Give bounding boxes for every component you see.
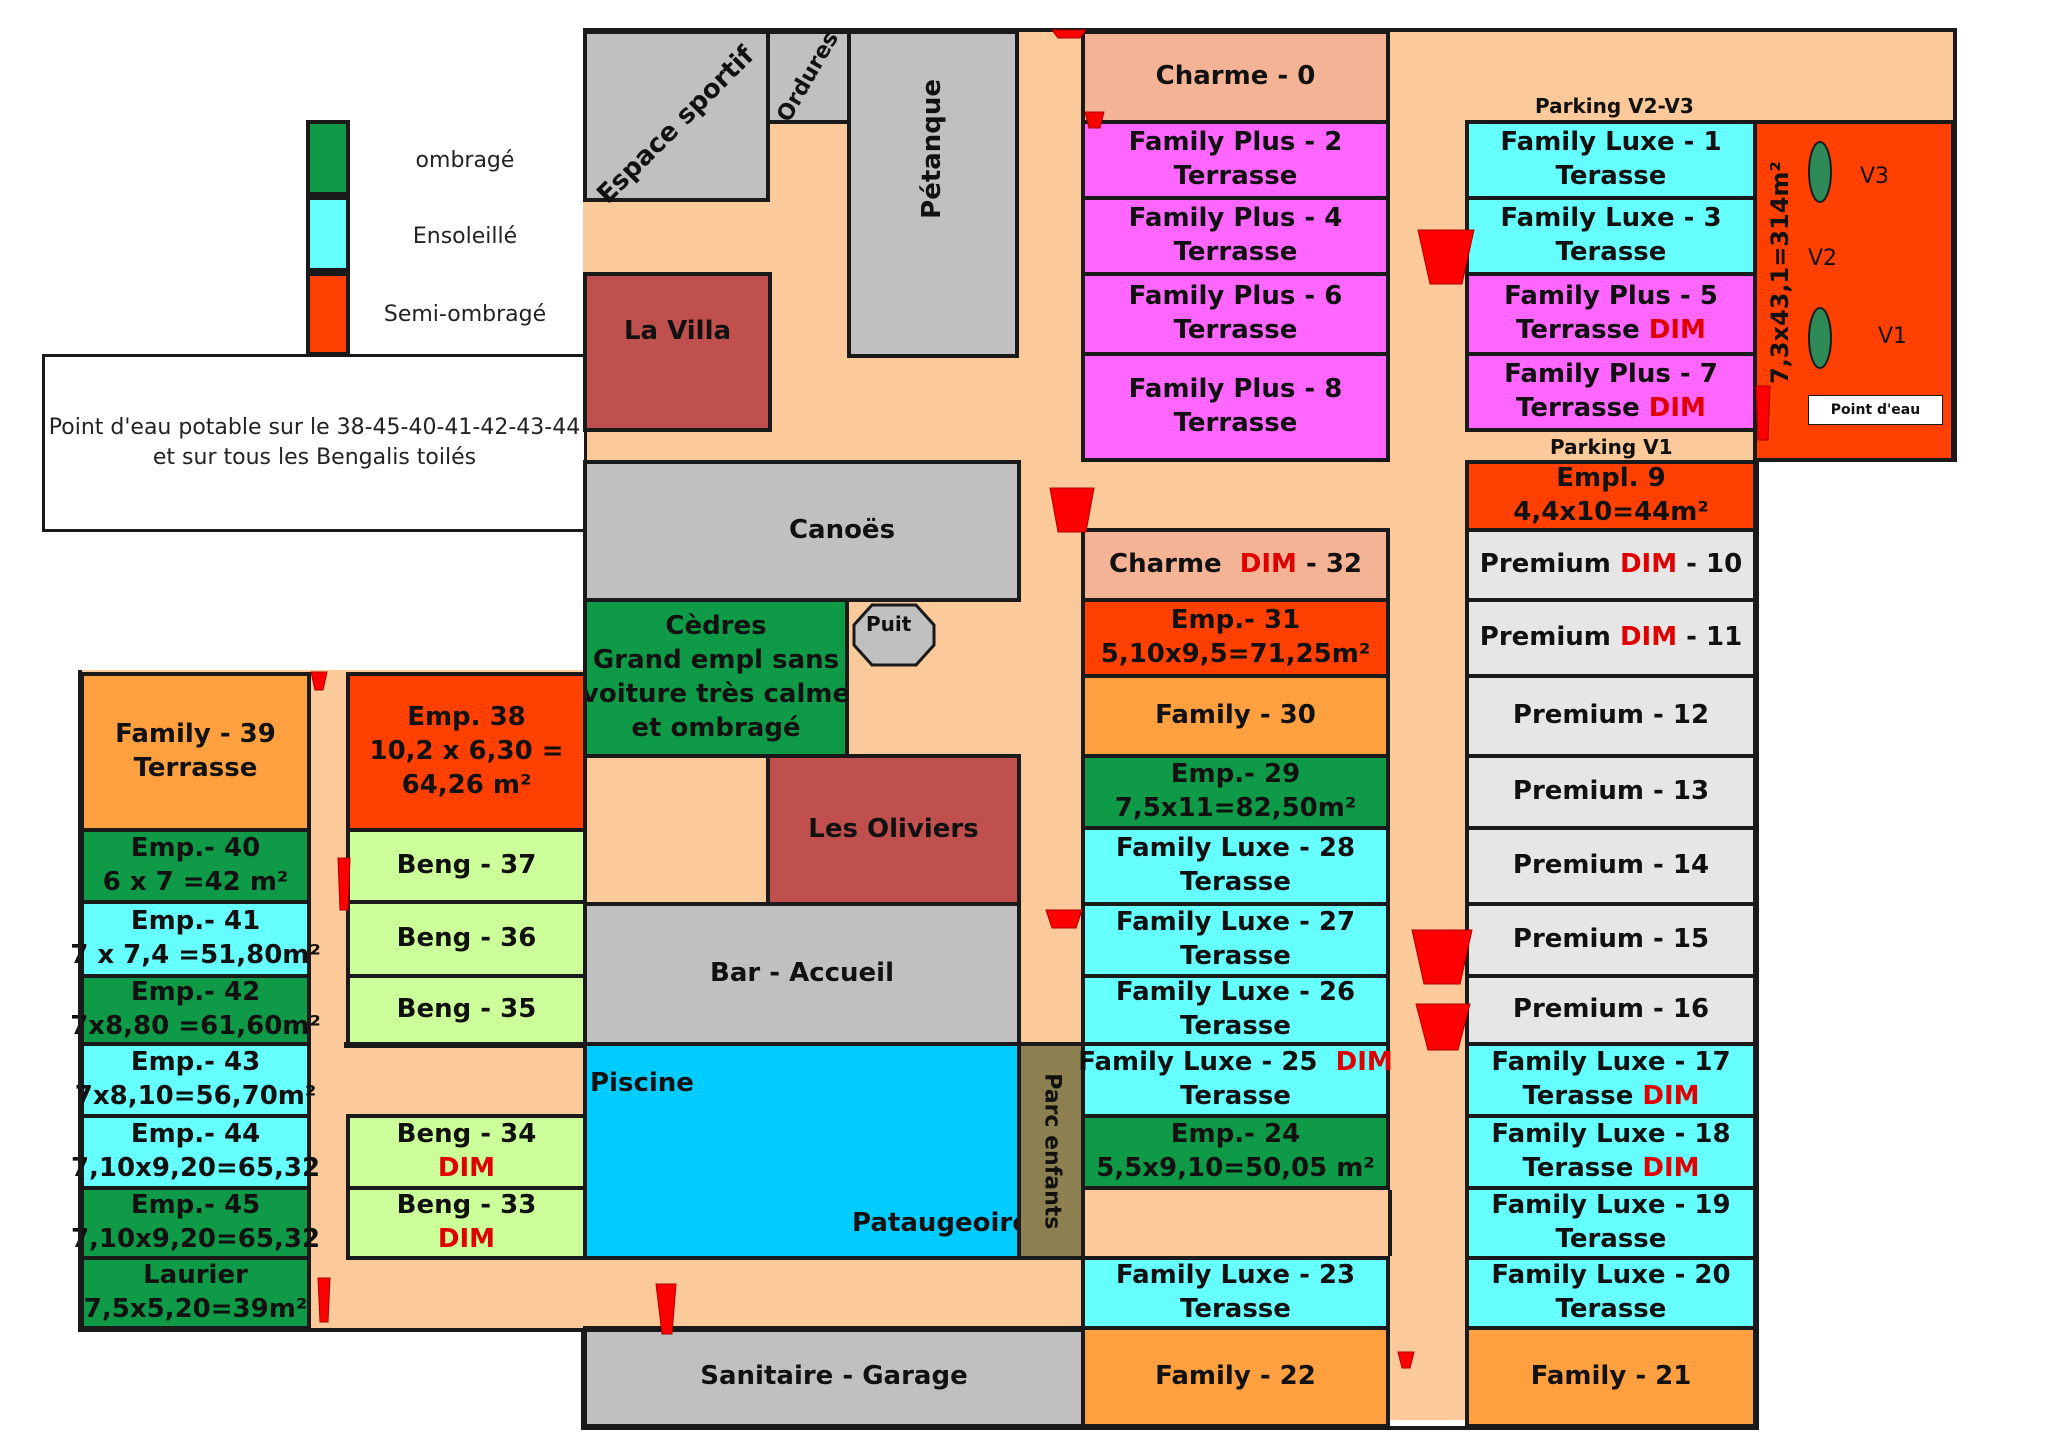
water-note-line: sur le 38-45-40-41-42-43-44 xyxy=(268,415,581,441)
legend-label-semi: Semi-ombragé xyxy=(383,302,547,327)
puit-label: Puit xyxy=(866,612,912,636)
parking-spot-v1: V1 xyxy=(1878,324,1908,349)
dim-tag: DIM xyxy=(1642,1081,1700,1111)
canoes: Canoës xyxy=(583,460,1021,602)
pataugeoire-label: Pataugeoire xyxy=(852,1208,1030,1238)
parking-v2v3-label: Parking V2-V3 xyxy=(1535,94,1694,118)
pitch-premium-16[interactable]: Premium - 16 xyxy=(1465,974,1757,1046)
dim-tag: DIM xyxy=(437,1224,496,1254)
petanque: Pétanque xyxy=(847,30,1019,358)
espace-sportif: Espace sportif xyxy=(583,30,770,210)
cedres: Cèdres Grand empl sans voiture très calm… xyxy=(582,598,850,758)
pitch-premium-13[interactable]: Premium - 13 xyxy=(1465,754,1757,830)
legend-swatch-semi xyxy=(306,272,350,356)
pitch-beng-37[interactable]: Beng - 37 xyxy=(346,828,587,904)
pitch-beng-35[interactable]: Beng - 35 xyxy=(346,974,587,1046)
legend-swatch-sunny xyxy=(306,196,350,272)
dim-tag: DIM xyxy=(1648,315,1706,345)
pitch-premium-15[interactable]: Premium - 15 xyxy=(1465,902,1757,978)
pitch-beng-36[interactable]: Beng - 36 xyxy=(346,900,587,978)
piscine-label: Piscine xyxy=(590,1068,694,1098)
pitch-family-21[interactable]: Family - 21 xyxy=(1465,1326,1757,1428)
pitch-premium-10[interactable]: Premium DIM - 10 xyxy=(1465,528,1757,602)
pitch-premium-12[interactable]: Premium - 12 xyxy=(1465,674,1757,758)
dim-tag: DIM xyxy=(1648,393,1706,423)
legend-swatch-shaded xyxy=(306,120,350,196)
pitch-premium-14[interactable]: Premium - 14 xyxy=(1465,826,1757,906)
tree-v3-icon xyxy=(1808,141,1832,203)
pitch-charme-32[interactable]: Charme DIM - 32 xyxy=(1081,528,1390,602)
water-note-line: et sur tous les Bengalis toilés xyxy=(152,445,477,470)
parking-v1-label: Parking V1 xyxy=(1550,435,1673,459)
la-villa: La Villa xyxy=(583,272,772,432)
tree-v1-icon xyxy=(1808,307,1832,369)
sanitaire-garage: Sanitaire - Garage xyxy=(583,1326,1085,1428)
dim-tag: DIM xyxy=(437,1153,496,1183)
legend-label-shaded: ombragé xyxy=(415,148,515,173)
dim-tag: DIM xyxy=(1335,1047,1393,1078)
dim-tag: DIM xyxy=(1642,1153,1700,1183)
les-oliviers: Les Oliviers xyxy=(766,754,1021,906)
pitch-charme-0[interactable]: Charme - 0 xyxy=(1081,30,1390,124)
dim-tag: DIM xyxy=(1619,549,1678,580)
parking-spot-v3: V3 xyxy=(1860,164,1890,189)
parc-enfants: Parc enfants xyxy=(1017,1042,1085,1260)
dim-tag: DIM xyxy=(1239,549,1297,580)
parking-spot-v2: V2 xyxy=(1808,246,1838,271)
water-point-note: Point d'eau potable sur le 38-45-40-41-4… xyxy=(42,354,587,532)
water-note-line: Point d'eau potable xyxy=(48,415,262,441)
pitch-family-22[interactable]: Family - 22 xyxy=(1081,1326,1390,1428)
pitch-family-30[interactable]: Family - 30 xyxy=(1081,674,1390,758)
bar-accueil: Bar - Accueil xyxy=(583,902,1021,1046)
ordures: Ordures xyxy=(766,27,851,126)
legend-label-sunny: Ensoleillé xyxy=(412,224,518,249)
parking-area-dimensions: 7,3x43,1=314m² xyxy=(1766,161,1794,384)
pitch-premium-11[interactable]: Premium DIM - 11 xyxy=(1465,598,1757,678)
dim-tag: DIM xyxy=(1619,622,1678,653)
point-deau-sign: Point d'eau xyxy=(1808,395,1943,425)
